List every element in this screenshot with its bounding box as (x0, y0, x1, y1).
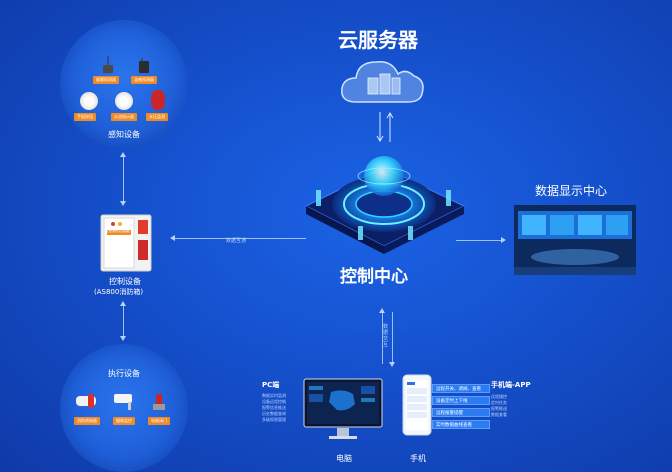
exec-label-camera: 摄像监控 (113, 417, 135, 425)
arrow-control-exec (123, 304, 124, 338)
sensing-devices-title: 感知设备 (108, 130, 140, 139)
execution-devices-title: 执行设备 (108, 369, 140, 378)
gateway-device-icon (139, 58, 149, 73)
antenna-sensor-icon (103, 56, 113, 73)
mobile-note: 远程操控 (491, 394, 507, 399)
control-box-subtitle: (AS800消防箱) (94, 288, 144, 296)
sensing-label-pressure: 水压监测 (146, 113, 168, 121)
mobile-feature: 远程报警提醒 (432, 408, 490, 417)
arrowhead-down-exec (120, 336, 126, 341)
horizontal-link-label: 数据互通 (226, 238, 247, 244)
sensing-label-heat: 温感探测器 (131, 76, 157, 84)
arrow-box-center (174, 238, 306, 239)
vertical-link-label: 数据交互 (383, 324, 389, 348)
heat-detector-icon (115, 92, 133, 110)
mobile-notes-list: 远程操控 定时任务 报警推送 数据查看 (491, 394, 531, 418)
control-box-title: 控制设备 (109, 277, 141, 286)
mobile-feature: 实时数据曲线查看 (432, 420, 490, 429)
arrow-center-terminals-left (382, 312, 383, 364)
cloud-icon (341, 61, 424, 103)
fire-control-cabinet (100, 214, 152, 272)
mobile-feature-list: 远程开关、调阀、查看 设备定时上下线 远程报警提醒 实时数据曲线查看 (432, 384, 490, 432)
data-display-wall (514, 205, 636, 275)
smoke-detector-icon (80, 92, 98, 110)
mobile-note: 定时任务 (491, 400, 507, 405)
camera-icon (114, 394, 132, 410)
cloud-server-title: 云服务器 (338, 28, 418, 52)
pc-device-label: 电脑 (336, 454, 352, 463)
mobile-device-label: 手机 (410, 454, 426, 463)
cloud-link-arrows (376, 112, 394, 142)
mobile-phone (402, 374, 432, 436)
mobile-note: 报警推送 (491, 406, 507, 411)
control-center-title: 控制中心 (340, 267, 408, 287)
control-center-platform (304, 156, 466, 254)
execution-devices-circle (60, 344, 188, 472)
exec-label-sprinkler: 消防喷淋器 (74, 417, 100, 425)
valve-icon (153, 394, 165, 410)
mobile-feature: 设备定时上下线 (432, 396, 490, 405)
alarm-button-icon (151, 90, 165, 110)
arrowhead-down-terminals (389, 362, 395, 367)
pc-feature: 设备远程控制 (262, 399, 286, 404)
sensing-label-smoke: 烟雾探测器 (93, 76, 119, 84)
pc-monitor (303, 378, 383, 439)
pc-terminal-title: PC端 (262, 381, 280, 389)
arrowhead-down-control (120, 201, 126, 206)
arrowhead-up-sensing (120, 152, 126, 157)
arrowhead-up-center (379, 308, 385, 313)
control-box-panel-label: 智慧消防控制箱 (105, 229, 130, 233)
mobile-feature: 远程开关、调阀、查看 (432, 384, 490, 393)
pc-feature: 报警信息推送 (262, 405, 286, 410)
pc-features-list: 数据实时监测 设备远程控制 报警信息推送 历史数据查询 多级权限管理 (262, 393, 302, 423)
mobile-terminal-title: 手机端-APP (491, 381, 531, 389)
sensing-devices-circle (60, 20, 188, 148)
sensing-label-button: 手报按钮 (74, 113, 96, 121)
pc-feature: 数据实时监测 (262, 393, 286, 398)
arrowhead-up-control (120, 301, 126, 306)
sensing-label-flow: 水流指示器 (111, 113, 137, 121)
data-display-title: 数据显示中心 (535, 184, 608, 198)
pc-feature: 多级权限管理 (262, 417, 286, 422)
arrowhead-right-display (501, 237, 506, 243)
exec-label-valve: 电磁阀门 (148, 417, 170, 425)
arrow-center-terminals-right (392, 312, 393, 364)
arrowhead-left-box (170, 235, 175, 241)
arrow-center-display (456, 240, 502, 241)
pc-feature: 历史数据查询 (262, 411, 286, 416)
sprinkler-icon (76, 394, 96, 408)
arrow-sensing-control (123, 155, 124, 203)
mobile-note: 数据查看 (491, 412, 507, 417)
